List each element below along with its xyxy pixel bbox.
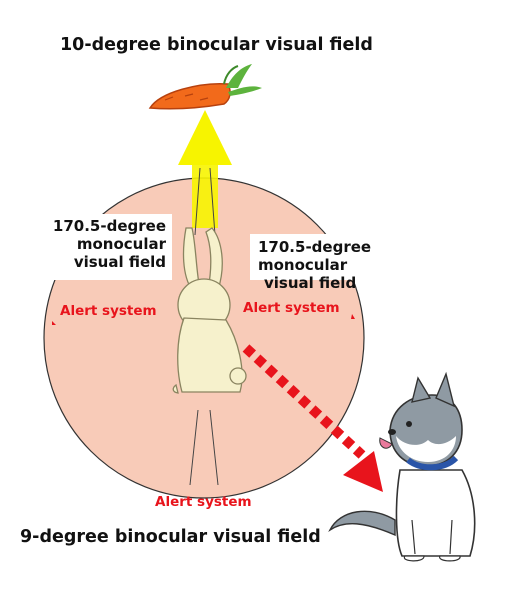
right-field-line-1: 170.5-degree monocular (258, 238, 372, 274)
left-field-line-1: 170.5-degree (52, 217, 166, 235)
left-monocular-field-label: 170.5-degree monocular visual field (50, 214, 172, 280)
bottom-title: 9-degree binocular visual field (20, 527, 321, 547)
dog-icon (328, 371, 476, 562)
rabbit-icon (172, 227, 247, 394)
left-field-line-3: visual field (73, 253, 166, 271)
up-arrow-icon (178, 110, 232, 236)
blind-zone-line-right (209, 409, 219, 486)
alert-marker-left (52, 321, 56, 325)
alert-label-left: Alert system (60, 303, 157, 319)
top-title: 10-degree binocular visual field (60, 35, 373, 55)
alert-marker-right (351, 314, 355, 319)
left-field-line-2: monocular (76, 235, 166, 253)
alert-label-right: Alert system (243, 300, 340, 316)
threat-arrow-icon (242, 344, 383, 492)
blind-zone-line-left (189, 409, 199, 486)
right-monocular-field-label: 170.5-degree monocular visual field (250, 234, 456, 292)
alert-label-bottom: Alert system (155, 494, 252, 510)
right-field-line-2: visual field (264, 274, 357, 292)
carrot-icon (148, 64, 262, 110)
